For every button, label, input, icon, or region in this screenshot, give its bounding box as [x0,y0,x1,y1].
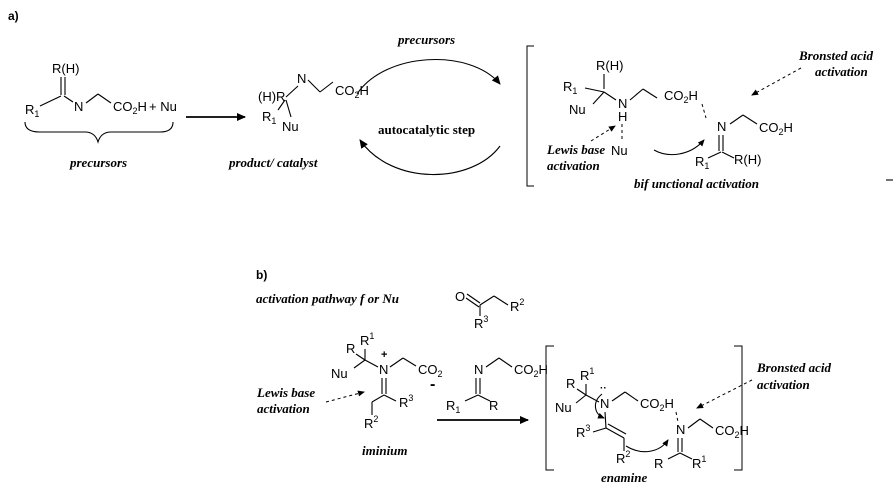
bif-co2h-label: CO2H [664,88,698,105]
iminium-lewis-base-label: Lewis base [256,385,315,400]
bif-n-label: N [618,96,627,111]
imine-n-label: N [474,362,483,377]
ketone-r3-label: R3 [474,314,488,331]
iminium-r-label: R [346,341,355,356]
bif-rh-label: R(H) [596,58,623,73]
iminium-r1-label: R1 [360,331,374,348]
enamine-r1b-label: R1 [692,454,706,471]
precursor-r1-label: R1 [25,102,39,119]
precursor-co2h-label: CO2H [113,99,147,116]
lewis-activation-label-a: activation [547,158,600,173]
product-catalyst-caption: product/ catalyst [228,155,318,170]
product-n-label: N [297,71,306,86]
bif-n2-label: N [717,119,726,134]
product-catalyst-molecule: (H)R N CO2H R1 Nu [258,71,369,134]
imine-molecule: N CO2H R1 R [446,357,548,415]
precursor-rh-label: R(H) [52,61,79,76]
panel-b-label: b) [256,268,267,282]
iminium-lewis-activation-label: activation [257,401,310,416]
cycle-top-arrow [356,59,501,95]
enamine-co2h-label: CO2H [640,396,674,413]
enamine-co2h2-label: CO2H [715,423,749,440]
iminium-co2-label: CO2 [418,362,443,379]
bifunctional-caption: bif unctional activation [634,176,759,191]
ketone-molecule: O R2 R3 [455,289,524,331]
product-co2h-label: CO2H [335,83,369,100]
bifunctional-activation-structure: R(H) R1 Nu N H CO2H Nu N CO2H R1 R(H) [563,58,793,171]
imine-r-label: R [489,398,498,413]
precursor-imine-molecule: R(H) R1 N CO2H + Nu [25,61,177,119]
bif-co2h2-label: CO2H [759,120,793,137]
precursor-plus-nu-label: + Nu [149,99,177,114]
lewis-dashed-arrow-a [590,125,616,142]
enamine-arrow-c [625,439,669,453]
imine-co2h-label: CO2H [514,362,548,379]
precursor-n-label: N [74,99,83,114]
cycle-bottom-label: autocatalytic step [378,122,475,137]
bronsted-dashed-arrow-a [751,67,802,96]
iminium-r3-label: R3 [399,393,413,410]
bronsted-dashed-arrow-b [696,379,753,409]
bronsted-acid-label-b: Bronsted acid [756,360,832,375]
enamine-bracket-right [734,345,743,471]
enamine-molecule: R R1 Nu ·· N CO2H R3 R2 N CO2H R R1 [555,366,749,471]
activation-pathway-label: activation pathway f or Nu [256,291,399,306]
enamine-arrow-n [594,393,605,419]
precursors-brace-label: precursors [69,155,127,170]
bif-h-label: H [618,109,627,124]
bif-curved-arrow [653,139,705,156]
iminium-nu-label: Nu [331,366,348,381]
iminium-r2-label: R2 [364,414,378,431]
enamine-r2-label: R2 [616,449,630,466]
lewis-base-label-a: Lewis base [546,142,605,157]
enamine-n-label: N [600,396,609,411]
bif-nu2-label: Nu [611,143,628,158]
bronsted-activation-label-b: activation [757,377,810,392]
iminium-lewis-dashed-arrow [325,390,365,403]
product-hr-label: (H)R [258,89,285,104]
enamine-n-dots: ·· [600,383,607,394]
enamine-r-label: R [566,376,575,391]
enamine-r3-label: R3 [576,423,590,440]
panel-a-label: a) [8,9,19,23]
product-nu-label: Nu [282,119,299,134]
ketone-o-label: O [455,289,465,304]
enamine-n2-label: N [676,422,685,437]
bif-r1-label: R1 [563,79,577,96]
cycle-bottom-arrow [359,139,501,176]
bronsted-acid-label-a: Bronsted acid [798,48,874,63]
enamine-caption: enamine [601,470,647,485]
bif-r1b-label: R1 [695,154,709,171]
imine-r1-label: R1 [446,398,460,415]
enamine-r-b-label: R [654,456,663,471]
bif-nu-label: Nu [569,102,586,117]
cycle-top-label: precursors [397,32,455,47]
ketone-r2-label: R2 [510,297,524,314]
bif-rh2-label: R(H) [734,152,761,167]
precursors-brace [24,121,174,144]
bronsted-activation-label-a: activation [815,64,868,79]
bifunctional-bracket [526,45,534,187]
iminium-molecule: R R1 Nu + N CO2 - R3 R2 [331,331,443,431]
enamine-r1-label: R1 [580,366,594,383]
iminium-plus-label: + [381,349,387,361]
iminium-minus-label: - [430,376,435,393]
iminium-n-label: N [379,362,388,377]
product-r1-label: R1 [262,109,276,126]
iminium-caption: iminium [362,443,408,458]
enamine-nu-label: Nu [555,400,572,415]
enamine-bracket-left [545,345,554,471]
